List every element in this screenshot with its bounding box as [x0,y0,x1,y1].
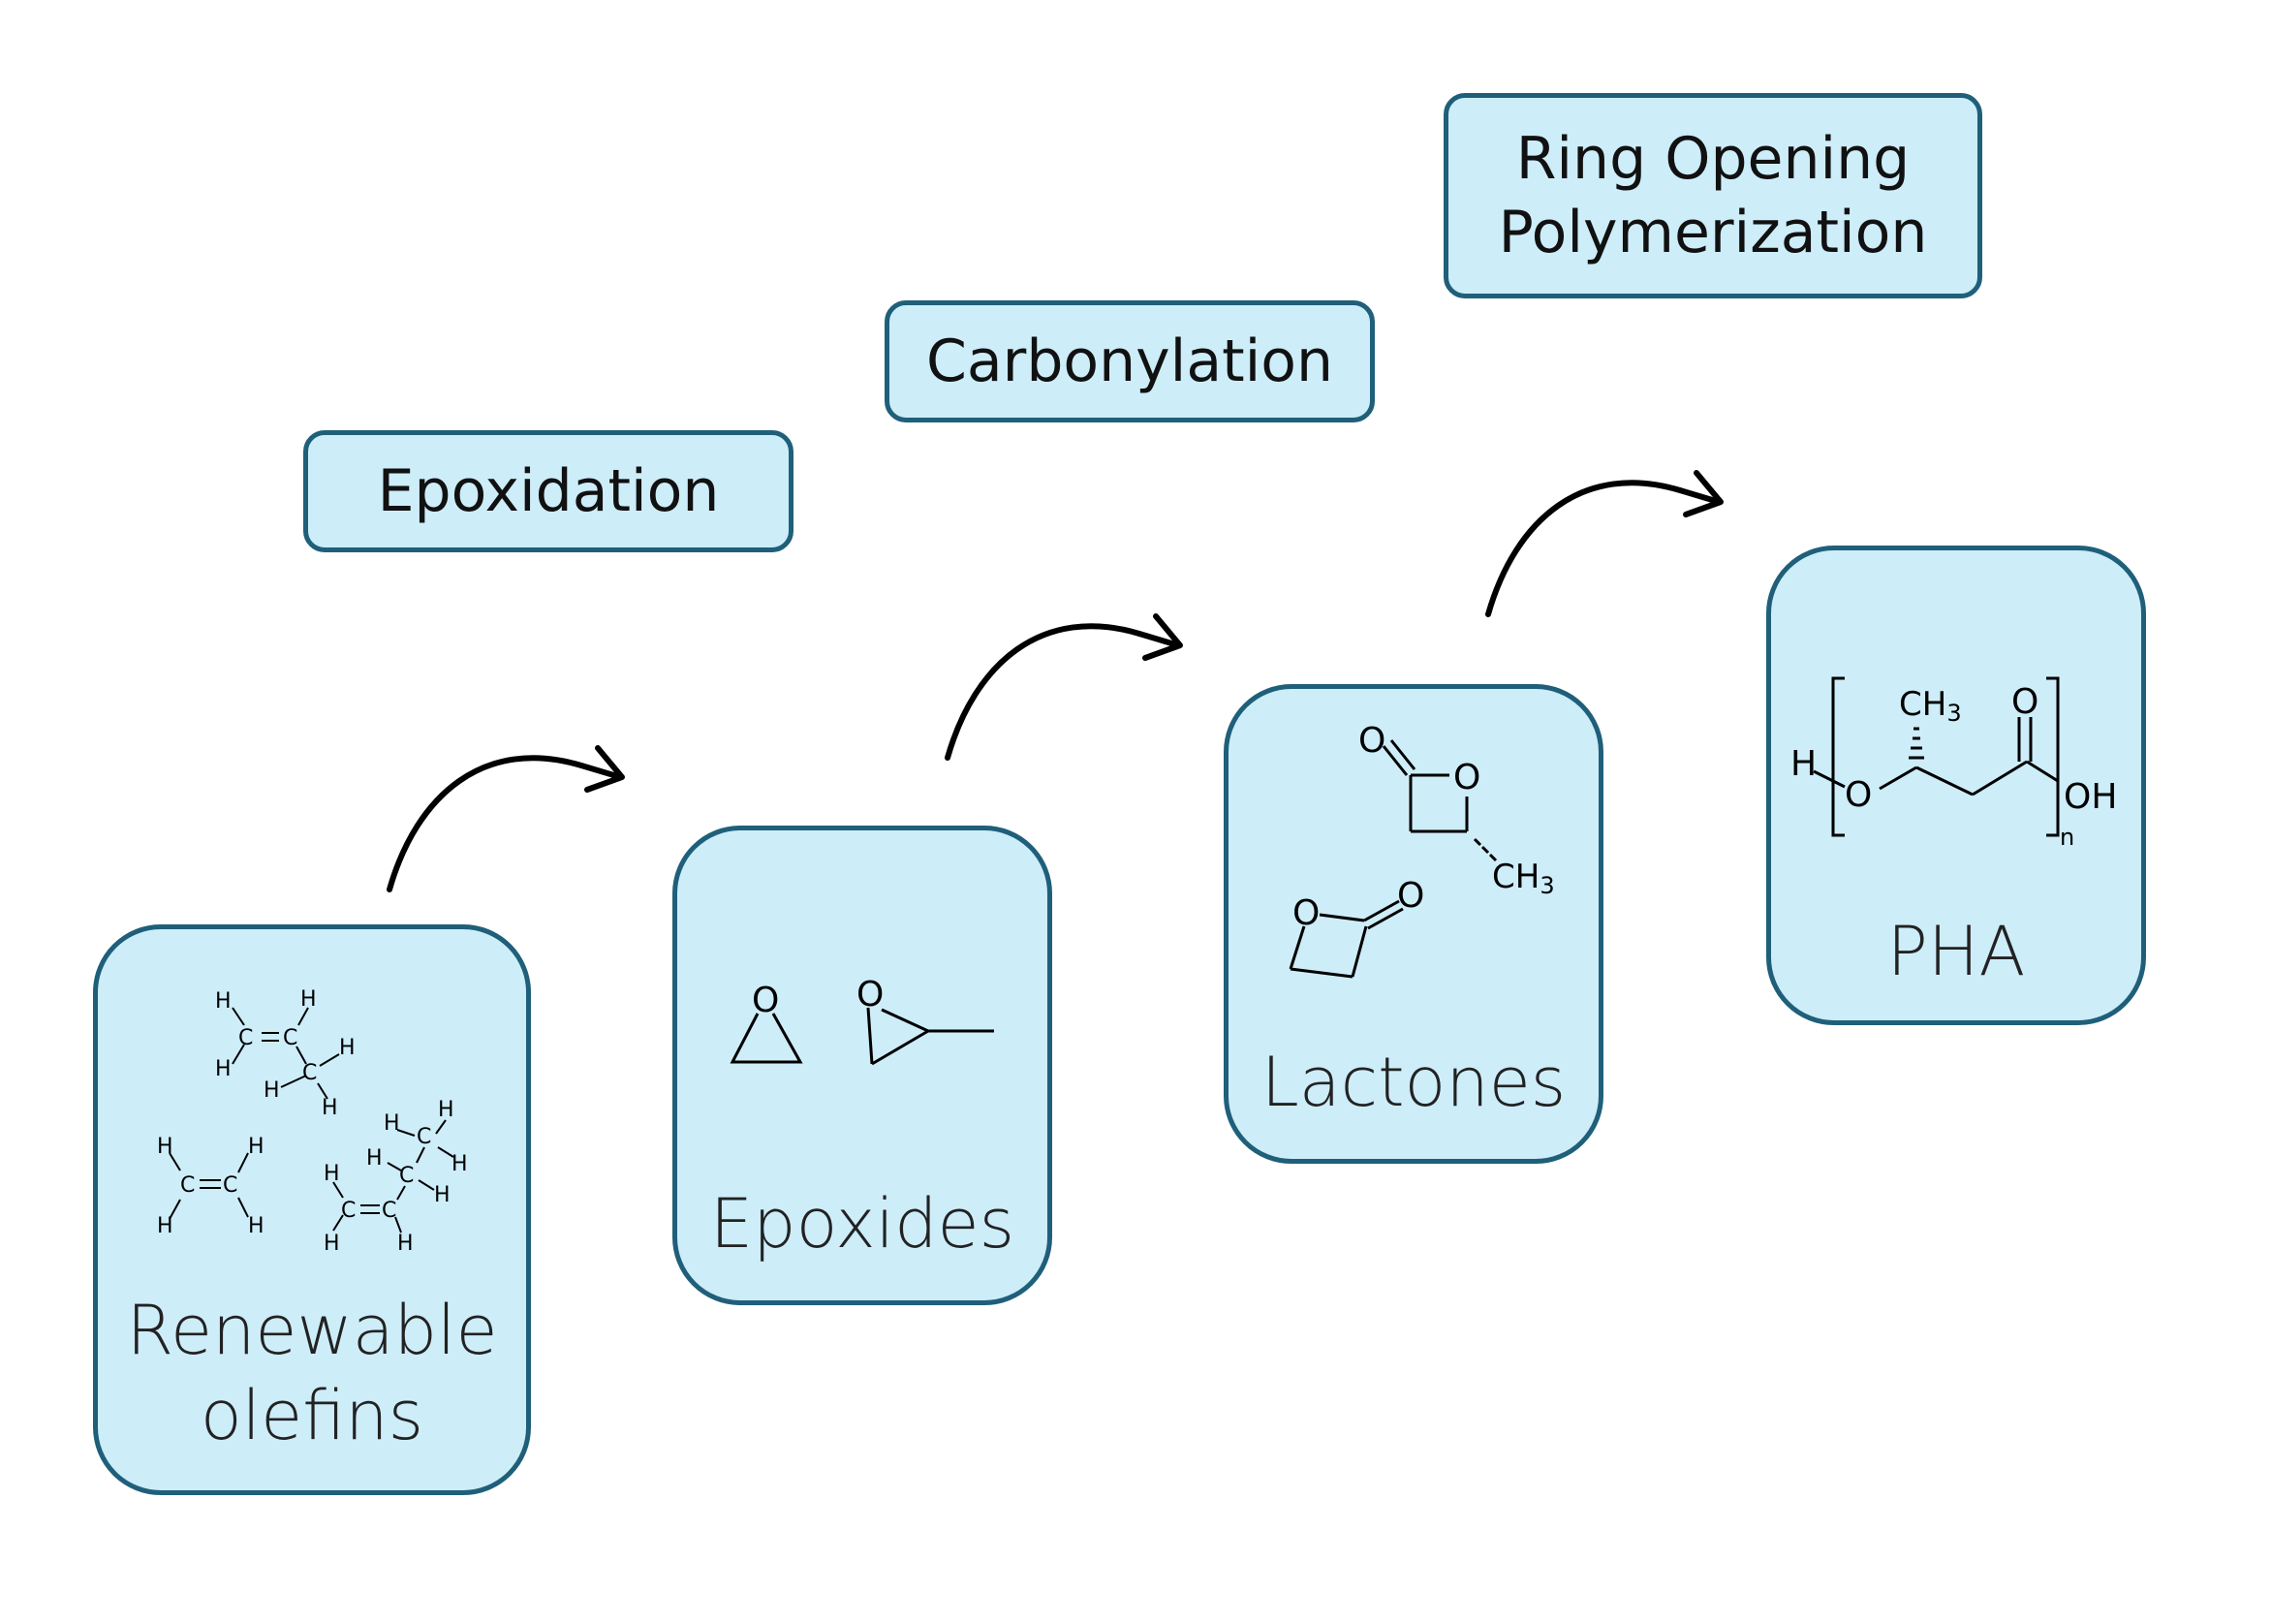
h-atom: H [397,1232,414,1256]
carbonylation-step-box: Carbonylation [885,300,1375,422]
h-atom: H [248,1135,264,1159]
ch3-group: CH3 [1899,685,1962,727]
o-atom: O [1453,758,1480,797]
ring-opening-polymerization-step-box: Ring Opening Polymerization [1444,93,1982,298]
propylene-oxide-structure: O [856,975,994,1066]
ring-opening-polymerization-step-label: Ring Opening Polymerization [1499,122,1928,269]
renewable-olefins-label-line1: Renewable [126,1291,498,1370]
h-atom: H [300,987,317,1012]
h-atom: H [157,1135,173,1159]
h-atom: H [451,1152,468,1176]
c-atom: C [399,1164,414,1188]
h-atom: H [264,1078,280,1103]
epoxides-label: Epoxides [709,1184,1015,1264]
ethylene-oxide-structure: O [730,981,803,1064]
o-atom: O [856,975,884,1015]
renewable-olefins-label: Renewable olefins [98,1288,526,1458]
arrow-epoxides-to-lactones [945,623,1142,761]
butene-structure: H C H C H C H H C H H H [324,1098,468,1256]
h-atom: H [248,1214,264,1238]
h-atom: H [339,1036,356,1060]
h-atom: H [215,989,232,1014]
pha-label: PHA [1886,912,2026,991]
lactones-label: Lactones [1260,1043,1567,1122]
h-atom: H [322,1096,338,1120]
c-atom: C [417,1125,431,1149]
o-atom: O [1397,876,1424,916]
carbonylation-step-label: Carbonylation [925,328,1334,395]
arrow-olefins-to-epoxides [387,755,584,892]
c-atom: C [382,1199,396,1223]
o-atom: O [1292,893,1320,933]
ring-opening-label-line2: Polymerization [1498,199,1928,266]
c-atom: C [223,1173,237,1198]
epoxidation-step-box: Epoxidation [303,430,793,552]
h-atom: H [324,1162,340,1186]
h-atom: H [438,1098,454,1122]
c-atom: C [341,1199,356,1223]
renewable-olefins-stage-box: Renewable olefins [93,924,531,1495]
o-atom: O [1358,721,1385,761]
epoxidation-step-label: Epoxidation [377,457,720,525]
ethene-structure: H C H C H H [157,1135,264,1238]
c-atom: C [283,1026,297,1050]
h-atom: H [157,1214,173,1238]
h-atom: H [434,1183,451,1207]
h-atom: H [324,1232,340,1256]
epoxides-stage-box: Epoxides [672,826,1052,1305]
h-atom: H [384,1111,400,1136]
repeat-n: n [2060,824,2074,851]
o-atom: O [1845,775,1872,815]
butyrolactone-methyl-structure: O O CH3 [1358,721,1555,899]
c-atom: C [238,1026,253,1050]
propiolactone-structure: O O [1289,876,1424,979]
c-atom: C [180,1173,195,1198]
oh-group: OH [2064,777,2117,817]
c-atom: C [302,1061,317,1085]
o-atom: O [2011,682,2038,722]
propene-structure: H C H C H C H H H [215,987,356,1120]
pha-polymer-structure: H O CH3 O OH n [1790,676,2117,851]
h-atom: H [366,1146,383,1171]
ring-opening-label-line1: Ring Opening [1515,125,1911,193]
ch3-group: CH3 [1492,858,1555,899]
lactones-stage-box: Lactones [1224,684,1603,1164]
h-atom: H [215,1057,232,1081]
o-atom: O [752,981,779,1020]
h-atom: H [1790,744,1817,784]
arrow-lactones-to-pha [1485,480,1683,617]
renewable-olefins-label-line2: olefins [200,1376,424,1455]
